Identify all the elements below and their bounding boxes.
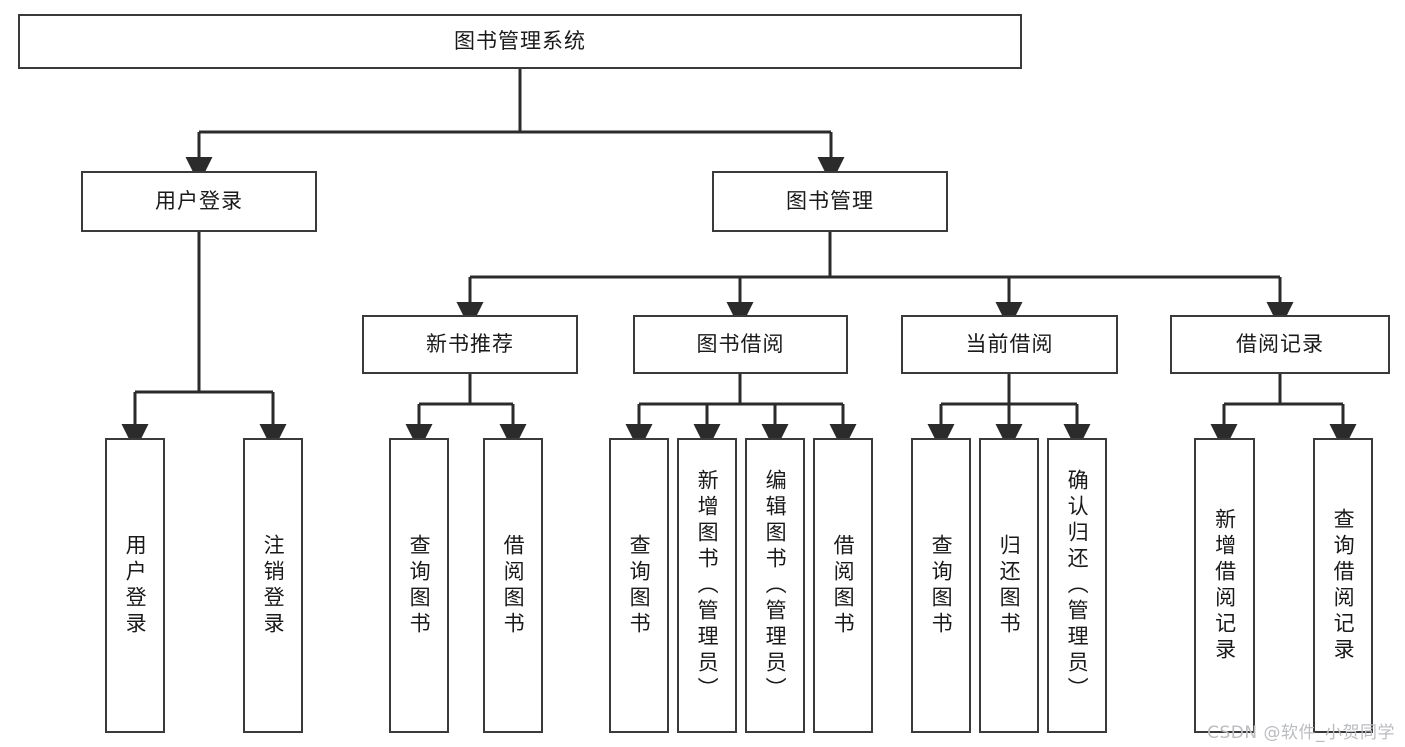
node-leaf-logout-label: 注销登录 [261,533,286,638]
node-leaf-add-book-admin[interactable]: 新增图书（管理员） [677,438,737,733]
node-book-borrow-label: 图书借阅 [696,331,785,356]
node-book-manage-label: 图书管理 [786,188,874,213]
node-leaf-add-borrow-record[interactable]: 新增借阅记录 [1194,438,1255,733]
node-leaf-borrow-book[interactable]: 借阅图书 [813,438,873,733]
node-book-manage[interactable]: 图书管理 [712,171,948,232]
node-new-book-recommend-label: 新书推荐 [426,331,514,356]
node-user-login-label: 用户登录 [155,188,243,213]
node-leaf-query-book-current-label: 查询图书 [929,533,954,638]
node-root[interactable]: 图书管理系统 [18,14,1022,69]
node-borrow-record-label: 借阅记录 [1236,331,1324,356]
node-leaf-query-book-rec-label: 查询图书 [407,533,432,638]
node-root-label: 图书管理系统 [454,28,586,53]
node-leaf-query-book-current[interactable]: 查询图书 [911,438,971,733]
node-leaf-borrow-book-rec[interactable]: 借阅图书 [483,438,543,733]
node-leaf-return-book-label: 归还图书 [997,533,1022,638]
node-leaf-query-book-borrow[interactable]: 查询图书 [609,438,669,733]
node-leaf-query-book-borrow-label: 查询图书 [627,533,652,638]
node-leaf-query-book-rec[interactable]: 查询图书 [389,438,449,733]
node-book-borrow[interactable]: 图书借阅 [633,315,848,374]
node-leaf-borrow-book-rec-label: 借阅图书 [501,533,526,638]
node-leaf-user-login[interactable]: 用户登录 [105,438,165,733]
node-leaf-add-borrow-record-label: 新增借阅记录 [1212,507,1237,664]
csdn-watermark: CSDN @软件_小贺同学 [1207,723,1395,743]
node-new-book-recommend[interactable]: 新书推荐 [362,315,578,374]
node-leaf-query-borrow-record-label: 查询借阅记录 [1331,507,1356,664]
node-leaf-borrow-book-label: 借阅图书 [831,533,856,638]
node-leaf-user-login-label: 用户登录 [123,533,148,638]
node-leaf-confirm-return-admin[interactable]: 确认归还（管理员） [1047,438,1107,733]
node-leaf-query-borrow-record[interactable]: 查询借阅记录 [1313,438,1373,733]
node-leaf-return-book[interactable]: 归还图书 [979,438,1039,733]
node-leaf-confirm-return-admin-label: 确认归还（管理员） [1065,468,1090,703]
node-current-borrow-label: 当前借阅 [965,331,1054,356]
node-leaf-add-book-admin-label: 新增图书（管理员） [695,468,720,703]
node-leaf-edit-book-admin-label: 编辑图书（管理员） [763,468,788,703]
node-leaf-logout[interactable]: 注销登录 [243,438,303,733]
node-user-login[interactable]: 用户登录 [81,171,317,232]
node-current-borrow[interactable]: 当前借阅 [901,315,1118,374]
node-borrow-record[interactable]: 借阅记录 [1170,315,1390,374]
node-leaf-edit-book-admin[interactable]: 编辑图书（管理员） [745,438,805,733]
